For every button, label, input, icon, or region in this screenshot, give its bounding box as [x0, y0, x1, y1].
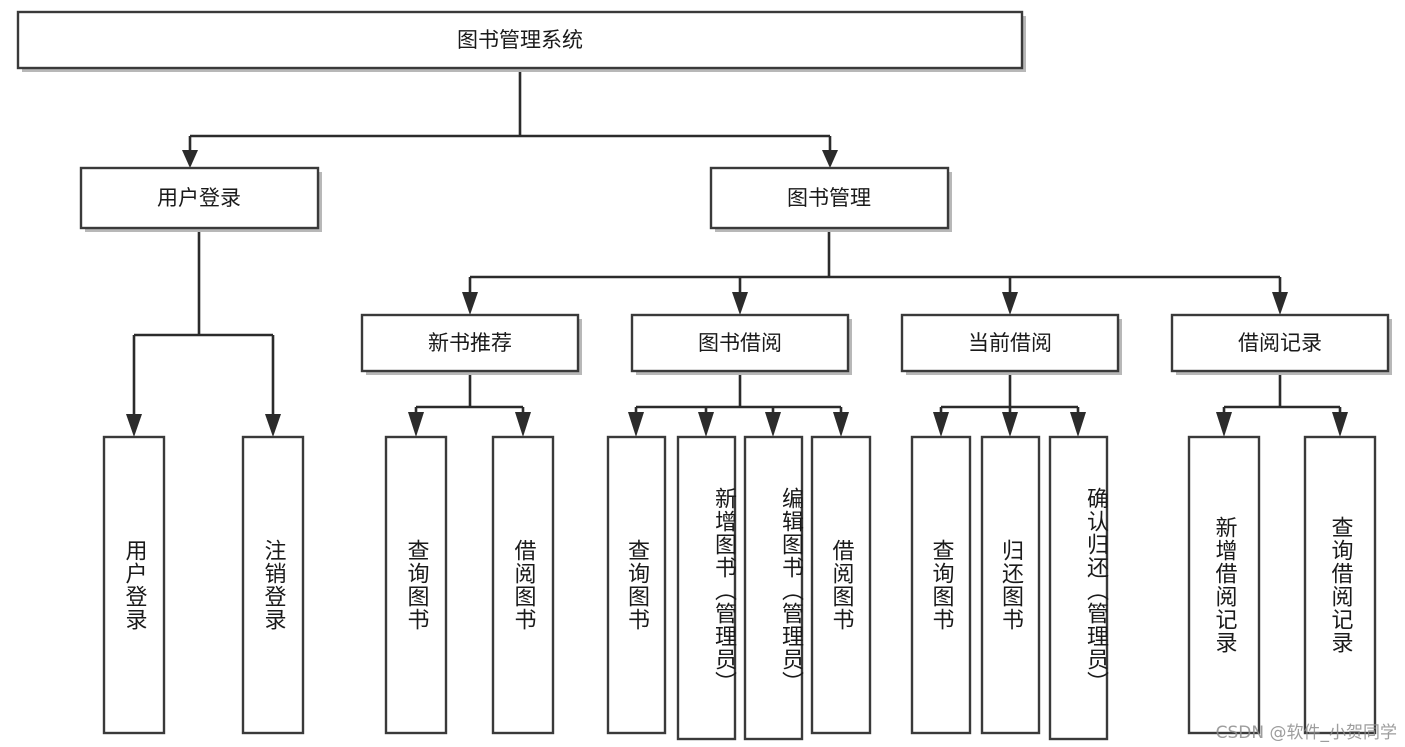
node-label-current-borrow: 当前借阅: [968, 331, 1052, 355]
leaf-box-user-login[interactable]: [102, 435, 166, 735]
leaf-box-edit-book-admin[interactable]: [743, 435, 804, 741]
node-label-new-book-recommend: 新书推荐: [428, 331, 512, 355]
node-box-current-borrow[interactable]: [900, 313, 1120, 373]
arrowhead-leaf-borrow-book-1: [515, 412, 531, 437]
arrowhead-leaf-user-login: [126, 414, 142, 437]
leaf-box-borrow-book-1[interactable]: [491, 435, 555, 735]
leaf-box-borrow-book-2[interactable]: [810, 435, 872, 735]
arrowhead-leaf-add-borrow-record: [1216, 412, 1232, 437]
arrowhead-leaf-query-borrow-record: [1332, 412, 1348, 437]
connector-group-book-borrow: [628, 375, 849, 437]
node-box-book-borrow[interactable]: [630, 313, 850, 373]
node-box-new-book-recommend[interactable]: [360, 313, 580, 373]
leaf-box-query-book-2[interactable]: [606, 435, 667, 735]
leaf-box-logout-login[interactable]: [241, 435, 305, 735]
arrowhead-borrow-record: [1272, 292, 1288, 315]
arrowhead-leaf-query-book-3: [933, 412, 949, 437]
connector-group-current-borrow: [933, 375, 1086, 437]
node-box-book-management[interactable]: [709, 166, 950, 230]
node-box-borrow-record[interactable]: [1170, 313, 1390, 373]
leaf-box-return-book[interactable]: [980, 435, 1041, 735]
node-label-book-management: 图书管理: [787, 186, 871, 210]
leaf-box-query-book-3[interactable]: [910, 435, 972, 735]
arrowhead-leaf-confirm-return-admin: [1070, 412, 1086, 437]
node-box-user-login[interactable]: [79, 166, 320, 230]
arrowhead-leaf-edit-book-admin: [765, 412, 781, 437]
arrowhead-book-management: [822, 150, 838, 168]
root-node-box[interactable]: [16, 10, 1024, 70]
leaf-box-confirm-return-admin[interactable]: [1048, 435, 1109, 741]
arrowhead-leaf-add-book-admin: [698, 412, 714, 437]
connector-group-new-book-recommend: [408, 375, 531, 437]
node-label-book-borrow: 图书借阅: [698, 331, 782, 355]
connector-group-borrow-record: [1216, 375, 1348, 437]
node-label-borrow-record: 借阅记录: [1238, 331, 1322, 355]
arrowhead-user-login: [182, 150, 198, 168]
leaf-box-add-borrow-record[interactable]: [1187, 435, 1261, 735]
arrowhead-leaf-query-book-2: [628, 412, 644, 437]
leaf-box-query-book-1[interactable]: [384, 435, 448, 735]
arrowhead-leaf-logout-login: [265, 414, 281, 437]
arrowhead-leaf-return-book: [1002, 412, 1018, 437]
arrowhead-new-book-recommend: [462, 292, 478, 315]
connector-group-root: [188, 68, 832, 154]
arrowhead-leaf-borrow-book-2: [833, 412, 849, 437]
node-label-user-login: 用户登录: [157, 186, 241, 210]
arrowhead-book-borrow: [732, 292, 748, 315]
csdn-watermark: CSDN @软件_小贺同学: [1215, 723, 1397, 743]
arrowhead-current-borrow: [1002, 292, 1018, 315]
leaf-box-query-borrow-record[interactable]: [1303, 435, 1377, 735]
connector-group-book-management: [462, 232, 1288, 315]
leaf-box-add-book-admin[interactable]: [676, 435, 737, 741]
connector-group-user-login: [126, 232, 281, 437]
root-node-label: 图书管理系统: [457, 28, 583, 52]
arrowhead-leaf-query-book-1: [408, 412, 424, 437]
